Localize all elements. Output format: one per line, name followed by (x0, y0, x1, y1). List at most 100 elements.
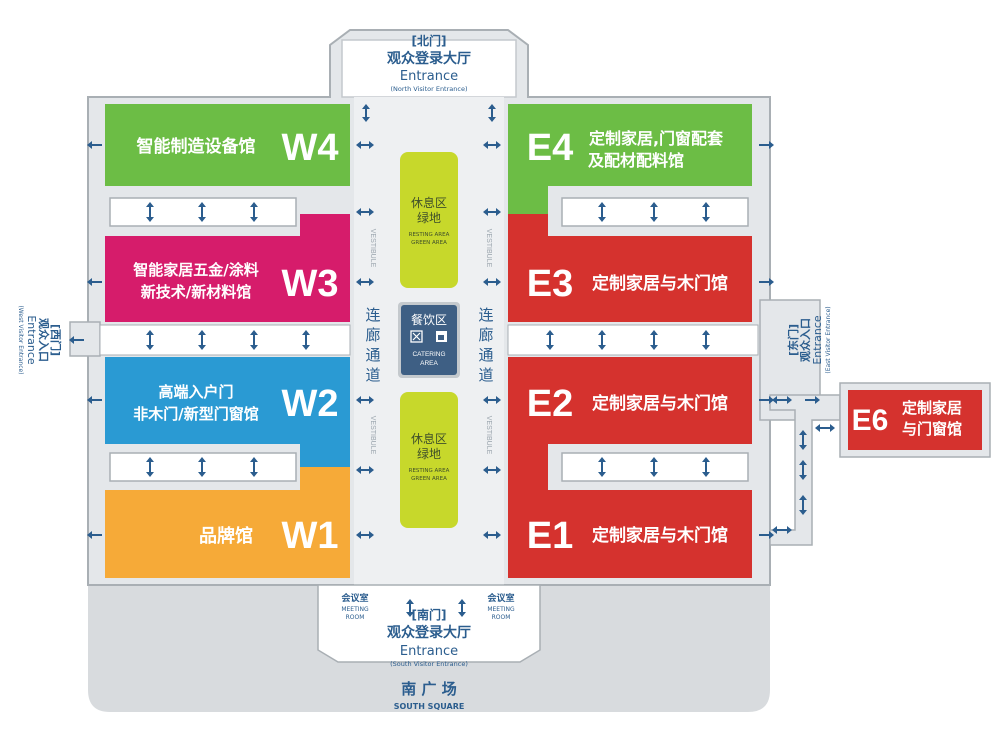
hall-e3-code: E3 (527, 263, 573, 305)
cutlery-icon (410, 330, 423, 343)
one-way-arrow-icon (759, 531, 774, 539)
two-way-arrow-icon (598, 202, 606, 222)
rest-area-top: 休息区 绿地 RESTING AREA GREEN AREA (400, 152, 458, 288)
hall-e1-block (508, 490, 752, 578)
hall-e6-label-1: 定制家居 (902, 399, 962, 417)
one-way-arrow-icon (87, 278, 102, 286)
hall-w3-label-2: 新技术/新材料馆 (141, 283, 251, 301)
two-way-arrow-icon (483, 531, 501, 539)
hall-e4[interactable]: E4 定制家居,门窗配套 及配材配料馆 (508, 104, 752, 214)
west-entrance-en: Entrance (25, 315, 38, 365)
hall-w1[interactable]: 品牌馆 W1 (105, 467, 350, 578)
hall-w3[interactable]: 智能家居五金/涂料 新技术/新材料馆 W3 (105, 214, 350, 322)
two-way-arrow-icon (799, 430, 807, 450)
meeting-right-zh: 会议室 (487, 592, 514, 604)
hall-e6[interactable]: E6 定制家居 与门窗馆 (839, 382, 991, 458)
two-way-arrow-icon (356, 396, 374, 404)
hall-w3-code: W3 (282, 263, 339, 305)
west-hall-label: 观众入口 (37, 318, 51, 362)
two-way-arrow-icon (356, 208, 374, 216)
rest-area-top-block (400, 152, 458, 288)
two-way-arrow-icon (356, 141, 374, 149)
catering-zh: 餐饮区 (411, 312, 447, 327)
north-entrance-sub: (North Visitor Entrance) (390, 85, 467, 93)
one-way-arrow-icon (759, 141, 774, 149)
two-way-arrow-icon (362, 104, 370, 122)
south-lobby (317, 584, 541, 663)
rest-area-top-en1: RESTING AREA (409, 232, 450, 238)
two-way-arrow-icon (483, 208, 501, 216)
two-way-arrow-icon (702, 330, 710, 350)
hall-e4-block (508, 104, 752, 214)
vestibule-label-right-bottom: VESTIBULE (485, 416, 492, 455)
hall-w2[interactable]: 高端入户门 非木门/新型门窗馆 W2 (105, 357, 350, 467)
cutlery-icon-cross (412, 332, 421, 341)
hall-w3-block (105, 214, 350, 322)
hall-e6-block (848, 390, 982, 450)
corridor-left-char-2: 廊 (365, 326, 380, 344)
corridor-right-label: 连 廊 通 道 (478, 306, 493, 384)
corridor-right-char-1: 连 (478, 306, 493, 324)
corridor-left-label: 连 廊 通 道 (365, 306, 380, 384)
catering-area[interactable]: 餐饮区 CATERING AREA (398, 302, 460, 378)
two-way-arrow-icon (650, 330, 658, 350)
west-gate-label: [西门] (49, 324, 63, 356)
two-way-arrow-icon (815, 424, 835, 432)
south-entrance-en: Entrance (400, 644, 458, 659)
hall-e6-code: E6 (852, 404, 889, 437)
hall-e3[interactable]: E3 定制家居与木门馆 (508, 214, 752, 322)
south-entrance-sub: (South Visitor Entrance) (390, 660, 468, 668)
two-way-arrow-icon (772, 396, 792, 404)
south-hall-label: 观众登录大厅 (387, 624, 471, 641)
west-entrance-sub: (West Visitor Entrance) (17, 305, 24, 374)
two-way-arrow-icon (483, 278, 501, 286)
one-way-arrow-icon (69, 336, 84, 344)
meeting-room-left: 会议室 MEETING ROOM (341, 592, 369, 621)
catering-en2: AREA (420, 360, 438, 367)
hall-e2-label: 定制家居与木门馆 (592, 393, 728, 414)
vestibule-label-left-top: VESTIBULE (369, 229, 376, 268)
north-entrance[interactable]: [北门] 观众登录大厅 Entrance (North Visitor Entr… (387, 33, 471, 93)
corridor-left-char-3: 通 (365, 346, 380, 364)
one-way-arrow-icon (759, 278, 774, 286)
hall-w4[interactable]: 智能制造设备馆 W4 (105, 104, 350, 186)
east-entrance[interactable]: [东门] 观众入口 Entrance (East Visitor Entranc… (786, 306, 832, 373)
hall-e2-block (508, 357, 752, 490)
corridor-left-char-1: 连 (365, 306, 380, 324)
hall-e3-block (508, 214, 752, 322)
hall-w2-label-1: 高端入户门 (158, 383, 233, 401)
vestibule-label-right-top: VESTIBULE (485, 229, 492, 268)
east-mid-corridor (507, 324, 759, 356)
hall-e2[interactable]: E2 定制家居与木门馆 (508, 357, 752, 490)
north-hall-label: 观众登录大厅 (387, 50, 471, 67)
two-way-arrow-icon (650, 457, 658, 477)
two-way-arrow-icon (458, 599, 466, 617)
meeting-left-en1: MEETING (341, 606, 369, 613)
rest-area-bottom-en2: GREEN AREA (411, 476, 447, 482)
two-way-arrow-icon (799, 495, 807, 515)
west-entrance[interactable]: [西门] 观众入口 Entrance (West Visitor Entranc… (17, 305, 63, 374)
hall-w2-code: W2 (282, 383, 339, 425)
hall-e2-code: E2 (527, 383, 573, 425)
south-entrance[interactable]: [南门] 观众登录大厅 Entrance (South Visitor Entr… (387, 607, 471, 668)
east-entrance-sub: (East Visitor Entrance) (825, 306, 832, 373)
two-way-arrow-icon (650, 202, 658, 222)
rest-area-top-en2: GREEN AREA (411, 240, 447, 246)
hall-e1[interactable]: E1 定制家居与木门馆 (508, 490, 752, 578)
two-way-arrow-icon (250, 330, 258, 350)
corridor-left-char-4: 道 (365, 366, 380, 384)
hall-w2-block (105, 357, 350, 467)
two-way-arrow-icon (146, 457, 154, 477)
two-way-arrow-icon (702, 457, 710, 477)
catering-block (401, 305, 457, 375)
hall-e4-label-1: 定制家居,门窗配套 (588, 129, 724, 148)
one-way-arrow-icon (87, 531, 102, 539)
two-way-arrow-icon (356, 466, 374, 474)
hall-w2-label-2: 非木门/新型门窗馆 (133, 405, 258, 423)
meeting-room-right: 会议室 MEETING ROOM (487, 592, 515, 621)
hall-e3-label: 定制家居与木门馆 (592, 273, 728, 294)
rest-area-top-zh1: 休息区 (411, 195, 447, 210)
rest-area-bottom-zh1: 休息区 (411, 431, 447, 446)
two-way-arrow-icon (250, 202, 258, 222)
